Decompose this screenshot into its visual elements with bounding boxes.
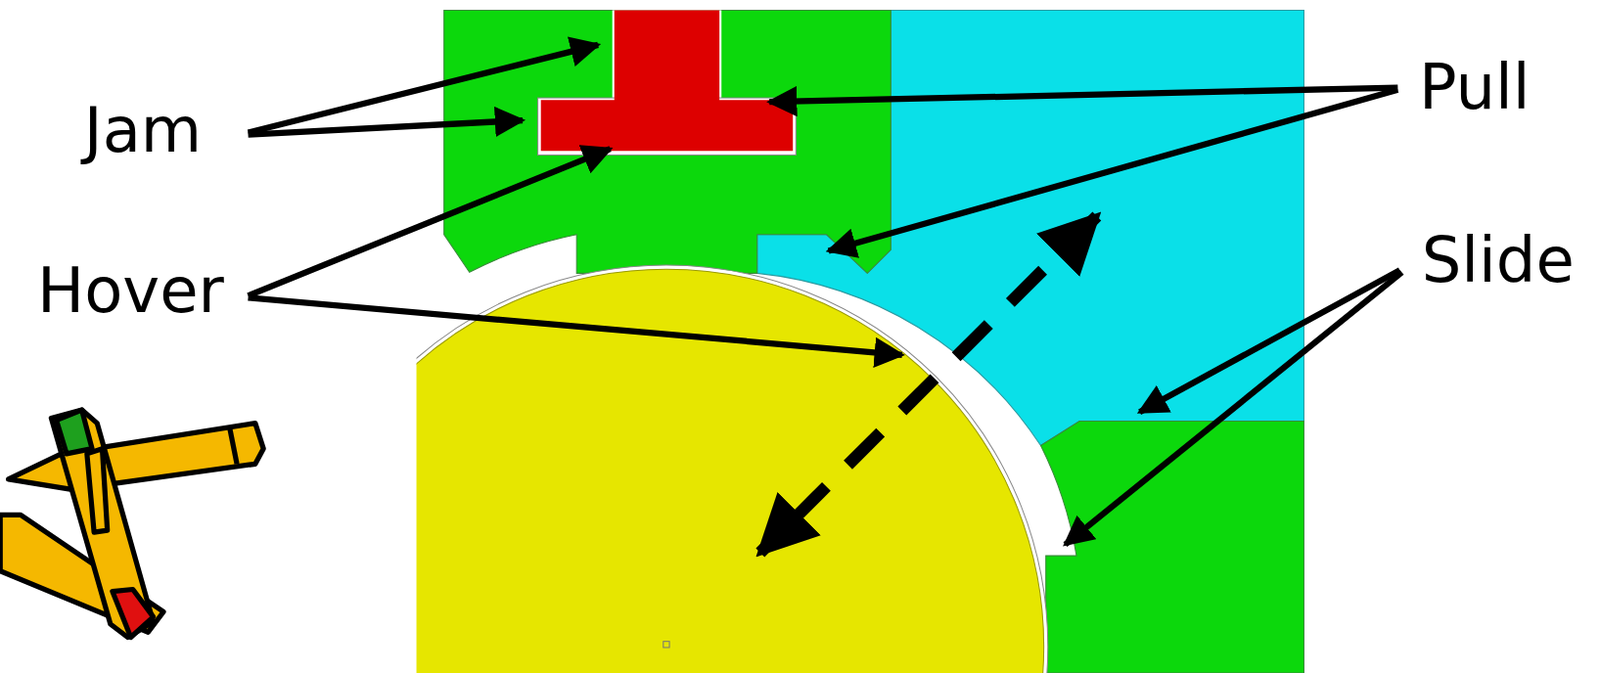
jam-label: Jam xyxy=(84,98,202,162)
motion-arrow xyxy=(760,216,1098,553)
leader-line xyxy=(248,148,611,296)
pull-label: Pull xyxy=(1418,55,1531,119)
wheel xyxy=(416,269,1045,673)
leader-line xyxy=(1140,270,1401,412)
leader-line xyxy=(828,90,1399,252)
green-top-block xyxy=(444,9,892,274)
leader-line xyxy=(769,88,1398,103)
leader-line xyxy=(248,45,599,134)
slide-label: Slide xyxy=(1421,228,1575,292)
pencils-icon xyxy=(0,410,264,638)
t-piece xyxy=(541,9,793,151)
leader-line xyxy=(1065,272,1403,545)
leader-line xyxy=(248,120,523,136)
leader-line xyxy=(248,297,903,355)
centre-mark xyxy=(663,641,670,648)
hover-label: Hover xyxy=(37,259,225,322)
wheel-gap xyxy=(416,265,1049,673)
